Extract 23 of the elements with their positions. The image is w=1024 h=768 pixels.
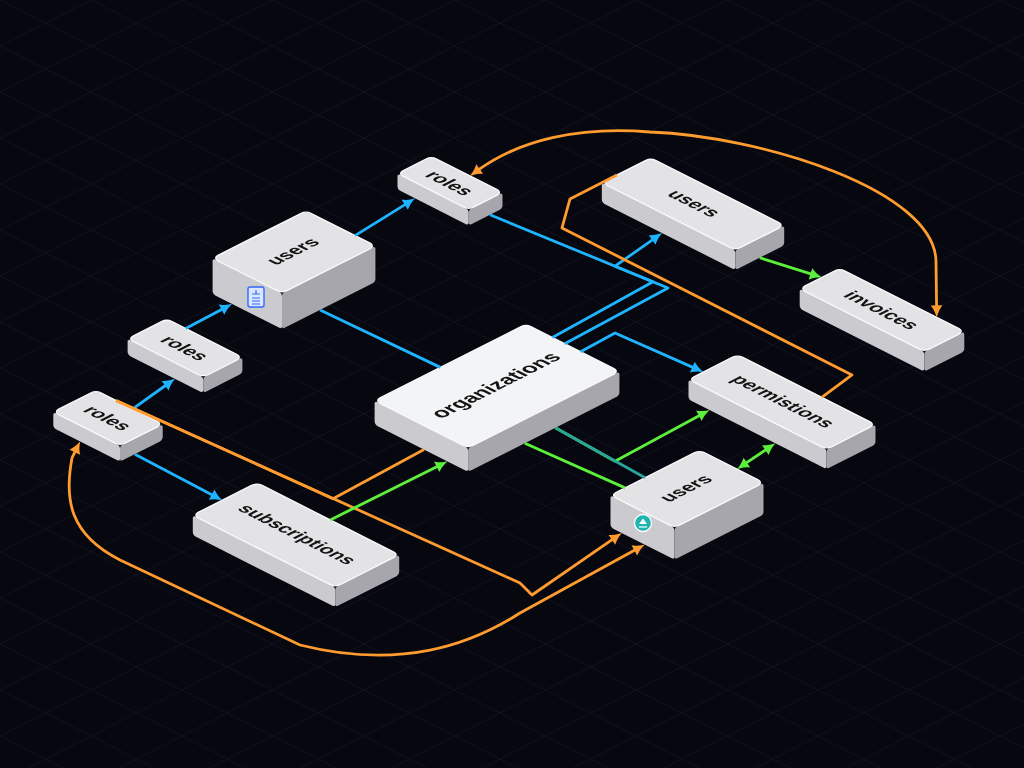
entity-box: users — [610, 451, 764, 559]
connector-line — [489, 213, 670, 345]
connector-line — [560, 173, 854, 399]
arrow — [329, 461, 446, 522]
arrow — [185, 304, 230, 330]
arrow — [134, 452, 221, 500]
entity-box: roles — [53, 391, 163, 461]
connector-line — [319, 308, 441, 369]
connector-line — [554, 426, 646, 479]
connector-line — [115, 399, 425, 501]
arrow — [67, 443, 643, 657]
arrow — [738, 444, 774, 469]
arrow — [579, 331, 702, 373]
arrow — [131, 379, 174, 411]
arrow — [471, 129, 942, 315]
arrow — [354, 199, 413, 237]
arrow — [759, 256, 820, 279]
arrow — [551, 234, 661, 339]
entity-box: roles — [127, 319, 243, 392]
entity-box: users — [601, 158, 785, 270]
entity-box: roles — [397, 157, 503, 225]
connector-line — [524, 441, 626, 490]
entity-box: users — [212, 211, 376, 329]
